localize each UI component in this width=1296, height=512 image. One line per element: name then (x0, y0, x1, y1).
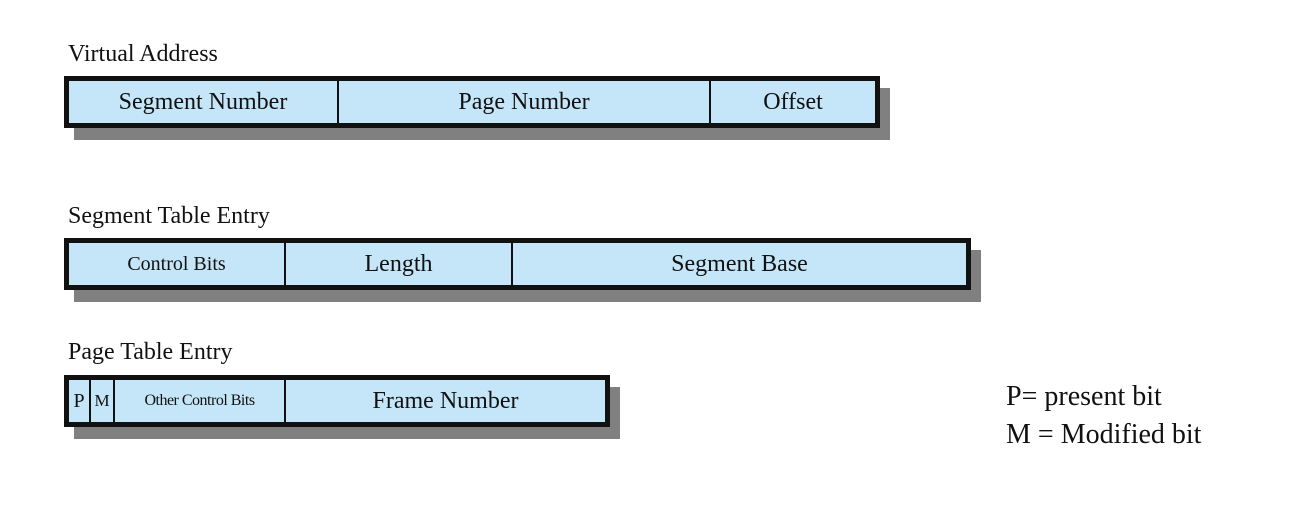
offset-field: Offset (763, 88, 823, 115)
present-bit-field: P (69, 380, 91, 422)
length-field: Length (286, 243, 513, 285)
page-number-field: Page Number (339, 81, 711, 123)
modified-bit-field: M (91, 380, 115, 422)
segment-table-entry-bar: Control Bits Length Segment Base (64, 238, 971, 290)
present-bit-legend: P= present bit (1006, 381, 1162, 412)
virtual-address-bar: Segment Number Page Number Offset (64, 76, 880, 128)
control-bits-field: Control Bits (69, 243, 286, 285)
segment-table-entry-title: Segment Table Entry (68, 203, 270, 229)
segment-base-field: Segment Base (671, 250, 808, 277)
page-table-entry-title: Page Table Entry (68, 339, 233, 365)
segment-number-field: Segment Number (69, 81, 339, 123)
page-table-entry-bar: P M Other Control Bits Frame Number (64, 375, 610, 427)
virtual-address-title: Virtual Address (68, 41, 218, 67)
bit-legend: P= present bit M = Modified bit (1006, 378, 1201, 454)
frame-number-field: Frame Number (372, 387, 519, 414)
modified-bit-legend: M = Modified bit (1006, 419, 1202, 450)
other-control-bits-field: Other Control Bits (115, 380, 286, 422)
